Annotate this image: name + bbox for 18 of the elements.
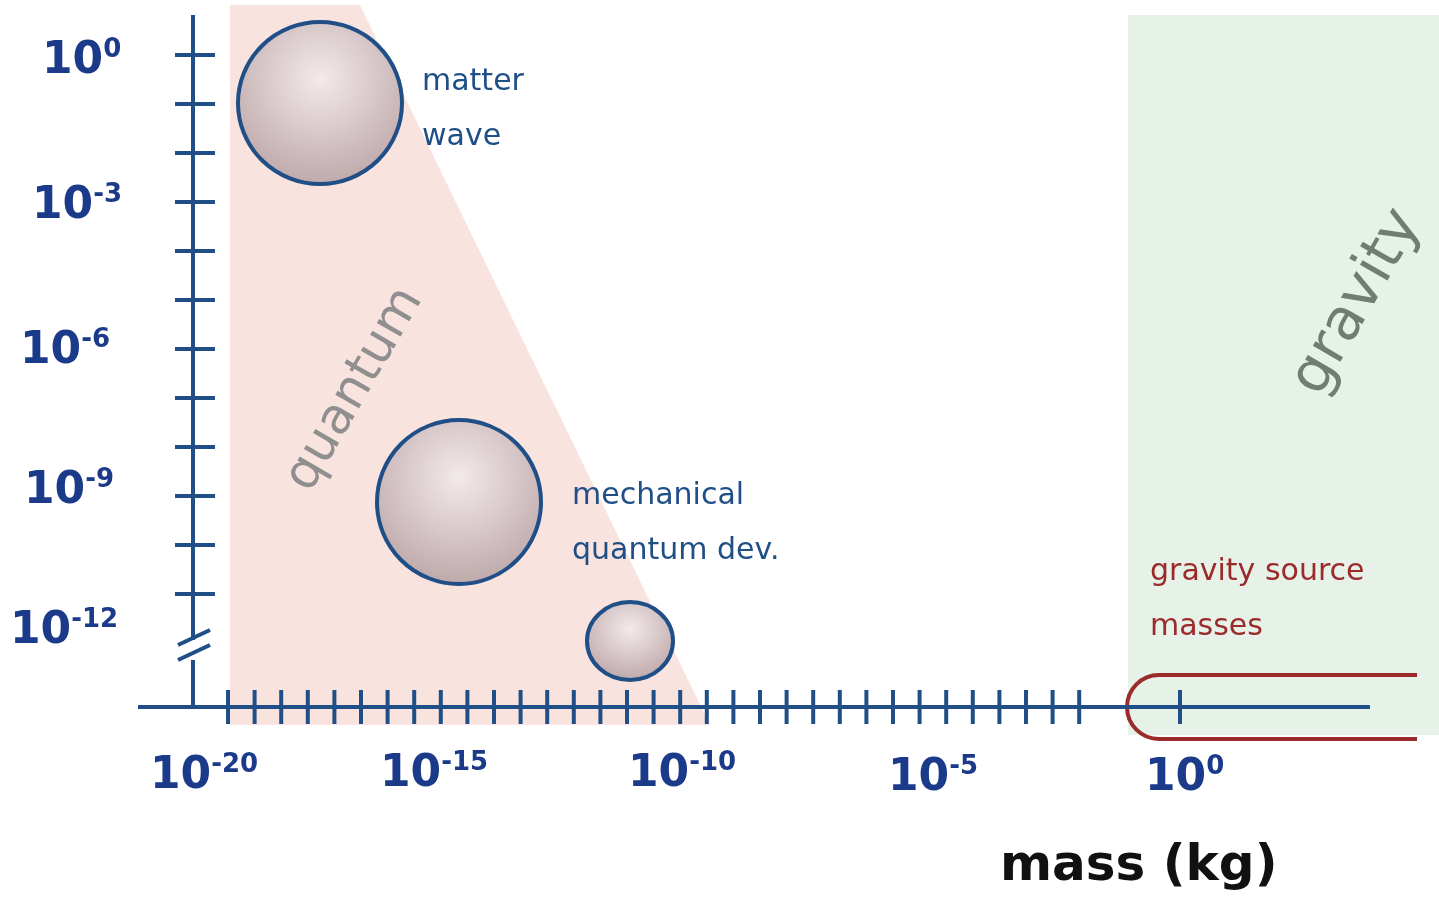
tick-label: 10$^{-20}$ xyxy=(150,750,259,795)
annotation-text: matter wave xyxy=(422,61,525,154)
axis-title: mass (kg) xyxy=(1000,838,1278,888)
tick-label: 10$^{-15}$ xyxy=(380,748,489,793)
tick-label: 10$^{-5}$ xyxy=(888,752,979,797)
rounded-outline xyxy=(1125,673,1417,741)
tick-label: 10$^{0}$ xyxy=(1145,752,1225,797)
annotation-text: mechanical quantum dev. xyxy=(572,475,781,568)
tick-label: 10$^{-3}$ xyxy=(32,180,123,225)
tick-label: 10$^{-12}$ xyxy=(10,605,119,650)
tick-label: 10$^{0}$ xyxy=(42,35,122,80)
bubble-circle xyxy=(236,20,404,186)
bubble-circle xyxy=(585,600,675,682)
gravity-region xyxy=(1128,15,1439,735)
annotation-text: gravity source masses xyxy=(1150,551,1366,644)
tick-label: 10$^{-9}$ xyxy=(24,465,115,510)
tick-label: 10$^{-6}$ xyxy=(20,325,111,370)
tick-label: 10$^{-10}$ xyxy=(628,748,737,793)
